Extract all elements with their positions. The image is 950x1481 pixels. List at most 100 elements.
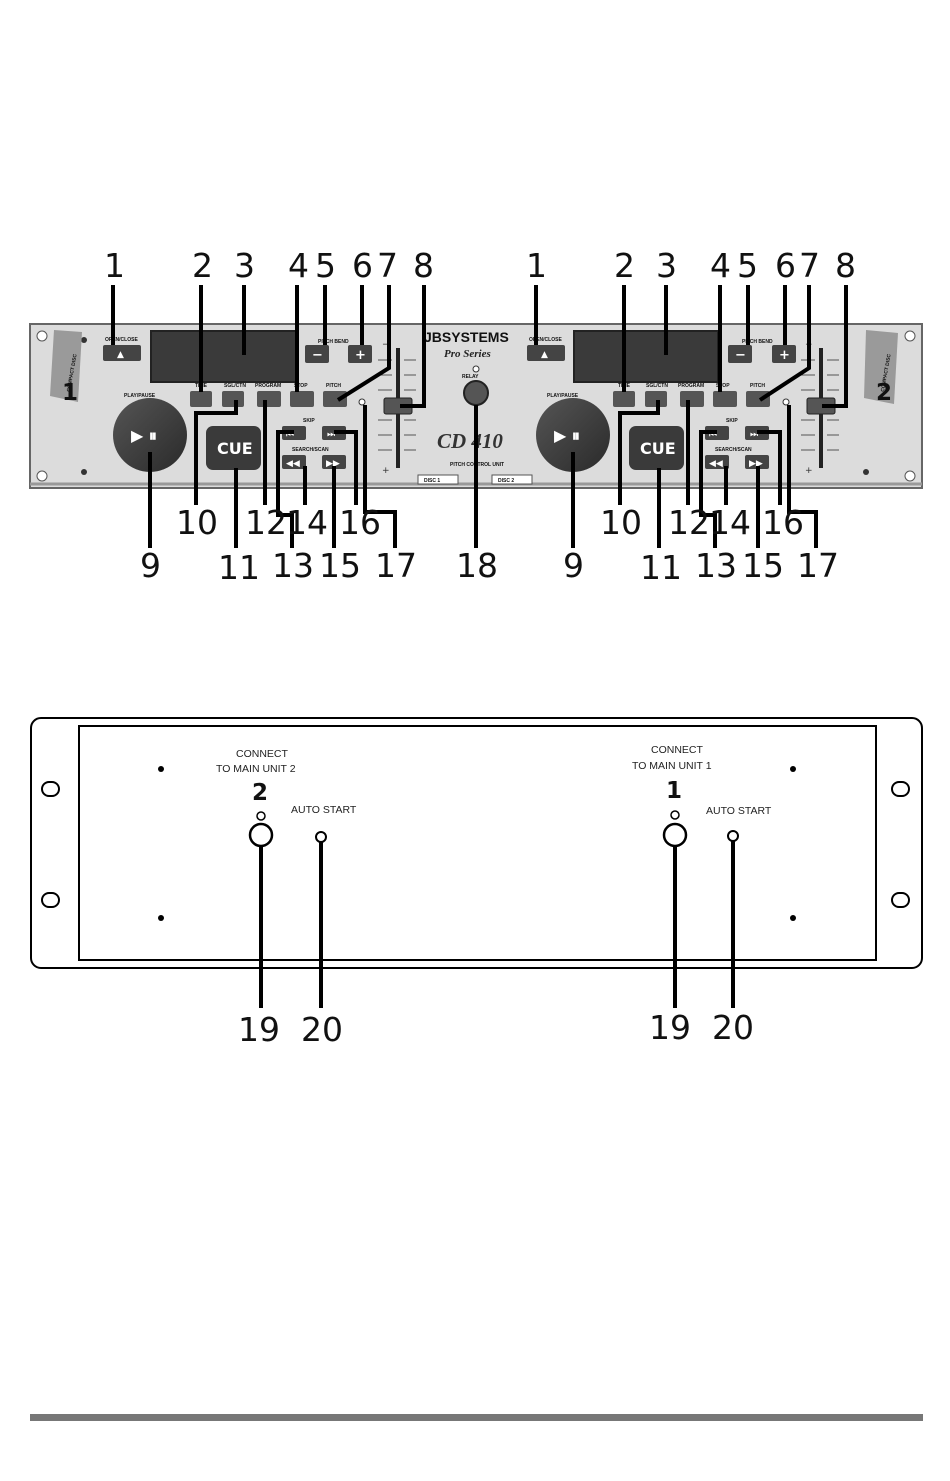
stop-button[interactable]	[290, 391, 314, 407]
screw-icon	[81, 337, 87, 343]
pitch-fader: − +	[801, 340, 839, 476]
connect-label-line2: TO MAIN UNIT 2	[216, 763, 296, 775]
cue-button[interactable]	[206, 426, 261, 470]
callout-10: 10	[176, 503, 218, 542]
pitch-bend-plus-button[interactable]	[348, 345, 372, 363]
sgl-ctn-button[interactable]	[645, 391, 667, 407]
play-pause-icon: ▶ ⏸	[554, 426, 580, 445]
pitch-bend-minus-button[interactable]	[305, 345, 329, 363]
skip-back-icon: ⏮	[286, 430, 294, 440]
connect-socket[interactable]	[662, 822, 688, 848]
skip-forward-icon: ⏭	[750, 430, 758, 440]
callout-3: 3	[234, 246, 255, 285]
time-button[interactable]	[190, 391, 212, 407]
callout-1: 1	[104, 246, 125, 285]
search-scan-label: SEARCH/SCAN	[715, 447, 752, 453]
play-pause-label: PLAY/PAUSE	[547, 393, 579, 399]
stop-button[interactable]	[713, 391, 737, 407]
display-screen	[150, 330, 297, 383]
unit-number: 2	[252, 780, 268, 806]
program-button[interactable]	[257, 391, 281, 407]
unit-number: 1	[666, 778, 682, 804]
callout-17: 17	[797, 546, 839, 585]
relay-button[interactable]	[463, 380, 489, 406]
callout-16: 16	[762, 503, 804, 542]
open-close-label: OPEN/CLOSE	[529, 337, 562, 343]
search-forward-button[interactable]	[745, 455, 769, 469]
callout-9: 9	[140, 546, 161, 585]
screw-icon	[790, 915, 796, 921]
led-icon	[256, 811, 266, 821]
search-back-button[interactable]	[282, 455, 306, 469]
open-close-icon: ▲	[117, 350, 124, 360]
program-button[interactable]	[680, 391, 704, 407]
search-forward-button[interactable]	[322, 455, 346, 469]
open-close-button[interactable]	[527, 345, 565, 361]
skip-forward-icon: ⏭	[327, 430, 335, 440]
compact-disc-badge-1: COMPACT DISC 1	[50, 330, 82, 406]
auto-start-socket[interactable]	[727, 830, 739, 842]
callout-4: 4	[710, 246, 731, 285]
sgl-ctn-button[interactable]	[222, 391, 244, 407]
play-pause-button[interactable]	[536, 398, 610, 472]
callout-5: 5	[737, 246, 758, 285]
compact-disc-badge-2: COMPACT DISC 2	[864, 330, 898, 406]
fast-forward-icon: ▶▶	[749, 459, 763, 469]
front-panel: COMPACT DISC 1 ▲ OPEN/CLOSE PITCH BEND −…	[29, 323, 923, 489]
callout-6: 6	[352, 246, 373, 285]
rack-slot-icon	[891, 892, 910, 908]
pitch-bend-minus-button[interactable]	[728, 345, 752, 363]
front-leader-lines	[111, 285, 848, 548]
search-scan-label: SEARCH/SCAN	[292, 447, 329, 453]
screw-icon	[158, 766, 164, 772]
series-label: Pro Series	[444, 348, 491, 360]
play-pause-button[interactable]	[113, 398, 187, 472]
play-pause-icon: ▶ ⏸	[131, 426, 157, 445]
display-screen	[573, 330, 719, 383]
callout-10: 10	[600, 503, 642, 542]
auto-start-label: AUTO START	[706, 805, 772, 817]
deck-1: COMPACT DISC 1 ▲ OPEN/CLOSE PITCH BEND −…	[50, 330, 416, 476]
pitch-button[interactable]	[323, 391, 347, 407]
rack-slot-icon	[41, 892, 60, 908]
time-button[interactable]	[613, 391, 635, 407]
play-pause-label: PLAY/PAUSE	[124, 393, 156, 399]
callout-18: 18	[456, 546, 498, 585]
button-label-stop: STOP	[294, 383, 308, 389]
badge-number: 1	[62, 380, 78, 406]
button-label-sgl-ctn: SGL/CTN	[224, 383, 246, 389]
auto-start-socket[interactable]	[315, 831, 327, 843]
callout-3: 3	[656, 246, 677, 285]
button-label-pitch: PITCH	[750, 383, 765, 389]
callout-12: 12	[668, 503, 710, 542]
button-label-program: PROGRAM	[678, 383, 704, 389]
pitch-led-icon	[358, 398, 366, 406]
callout-9: 9	[563, 546, 584, 585]
pitch-led-icon	[782, 398, 790, 406]
callout-14: 14	[709, 503, 751, 542]
rear-panel-inner	[78, 725, 877, 961]
rear-panel: CONNECT TO MAIN UNIT 2 2 AUTO START CONN…	[30, 717, 923, 1049]
rack-screw-icon	[904, 470, 916, 482]
connect-label-line2: TO MAIN UNIT 1	[632, 760, 712, 772]
search-back-button[interactable]	[705, 455, 729, 469]
pitch-bend-plus-icon: +	[779, 348, 790, 363]
callout-13: 13	[272, 546, 314, 585]
pitch-bend-label: PITCH BEND	[318, 339, 349, 345]
disc-2-tab: DISC 2	[498, 478, 514, 484]
callout-2: 2	[192, 246, 213, 285]
callout-2: 2	[614, 246, 635, 285]
cue-button[interactable]	[629, 426, 684, 470]
fader-plus-label: +	[382, 466, 390, 476]
connect-label-line1: CONNECT	[651, 744, 704, 756]
button-label-pitch: PITCH	[326, 383, 341, 389]
disc-1-tab: DISC 1	[424, 478, 440, 484]
pitch-bend-plus-button[interactable]	[772, 345, 796, 363]
connect-socket[interactable]	[248, 822, 274, 848]
rack-screw-icon	[36, 330, 48, 342]
pitch-button[interactable]	[746, 391, 770, 407]
open-close-button[interactable]	[103, 345, 141, 361]
callout-11: 11	[218, 548, 260, 587]
